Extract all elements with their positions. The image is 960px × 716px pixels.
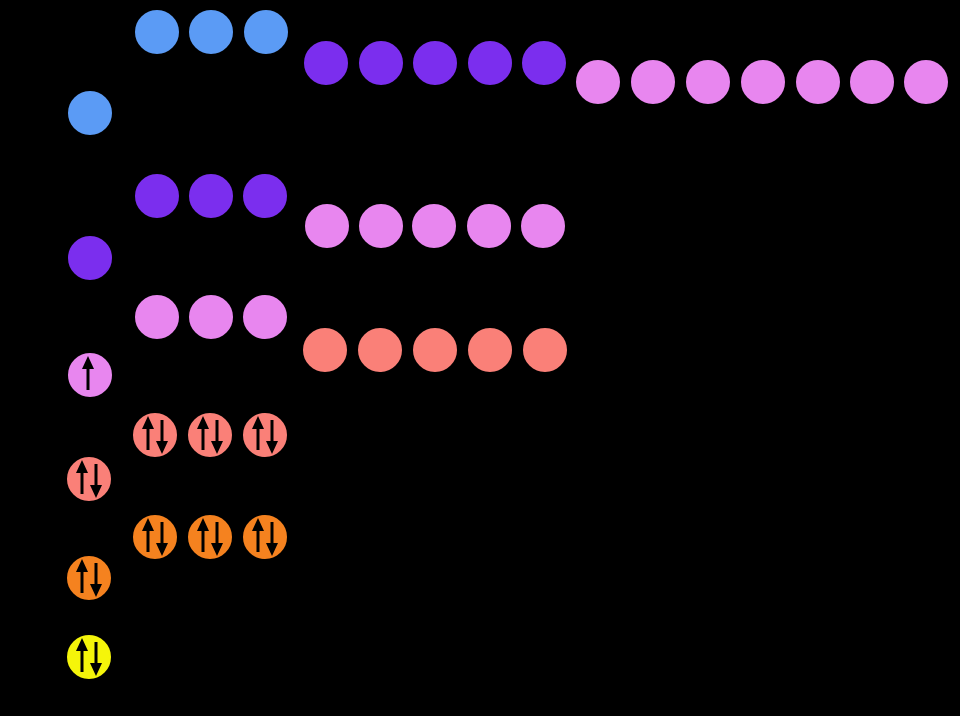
paired-electron-arrows-icon: [197, 416, 223, 454]
orbital-3p-circle-3: [240, 410, 290, 460]
orbital-4f-circle-4: [738, 57, 788, 107]
paired-electron-arrows-icon: [76, 460, 102, 498]
orbital-4d-circle-5: [518, 201, 568, 251]
paired-electron-arrows-icon: [197, 518, 223, 556]
orbital-4d-circle-1: [302, 201, 352, 251]
orbital-3d-circle-4: [465, 325, 515, 375]
orbital-4f-circle-6: [847, 57, 897, 107]
orbital-3p-circle-2: [185, 410, 235, 460]
orbital-4d-circle-2: [356, 201, 406, 251]
orbital-4d-circle-4: [464, 201, 514, 251]
orbital-2p-circle-2: [185, 512, 235, 562]
orbital-3d-circle-2: [355, 325, 405, 375]
orbital-2p-circle-3: [240, 512, 290, 562]
orbital-5d-circle-1: [301, 38, 351, 88]
orbital-3d-circle-1: [300, 325, 350, 375]
orbital-5d-circle-4: [465, 38, 515, 88]
orbital-4p-circle-2: [186, 292, 236, 342]
orbital-4f-circle-3: [683, 57, 733, 107]
orbital-5s-circle-1: [65, 233, 115, 283]
orbital-6p-circle-2: [186, 7, 236, 57]
orbital-4d-circle-3: [409, 201, 459, 251]
orbital-4p-circle-3: [240, 292, 290, 342]
orbital-4f-circle-1: [573, 57, 623, 107]
paired-electron-arrows-icon: [252, 416, 278, 454]
paired-electron-arrows-icon: [76, 638, 102, 676]
paired-electron-arrows-icon: [142, 416, 168, 454]
paired-electron-arrows-icon: [142, 518, 168, 556]
orbital-3s-circle-1: [64, 454, 114, 504]
orbital-4f-circle-2: [628, 57, 678, 107]
paired-electron-arrows-icon: [252, 518, 278, 556]
orbital-3d-circle-3: [410, 325, 460, 375]
orbital-5d-circle-5: [519, 38, 569, 88]
orbital-4p-circle-1: [132, 292, 182, 342]
orbital-5d-circle-3: [410, 38, 460, 88]
orbital-4s-circle-1: [65, 350, 115, 400]
paired-electron-arrows-icon: [76, 559, 102, 597]
orbital-1s-circle-1: [64, 632, 114, 682]
orbital-3d-circle-5: [520, 325, 570, 375]
orbital-5p-circle-1: [132, 171, 182, 221]
orbital-6s-circle-1: [65, 88, 115, 138]
orbital-3p-circle-1: [130, 410, 180, 460]
orbital-6p-circle-3: [241, 7, 291, 57]
orbital-5p-circle-2: [186, 171, 236, 221]
orbital-2p-circle-1: [130, 512, 180, 562]
orbital-4f-circle-7: [901, 57, 951, 107]
orbital-5p-circle-3: [240, 171, 290, 221]
orbital-4f-circle-5: [793, 57, 843, 107]
orbital-2s-circle-1: [64, 553, 114, 603]
orbital-5d-circle-2: [356, 38, 406, 88]
single-up-electron-arrow-icon: [82, 356, 94, 390]
orbital-6p-circle-1: [132, 7, 182, 57]
